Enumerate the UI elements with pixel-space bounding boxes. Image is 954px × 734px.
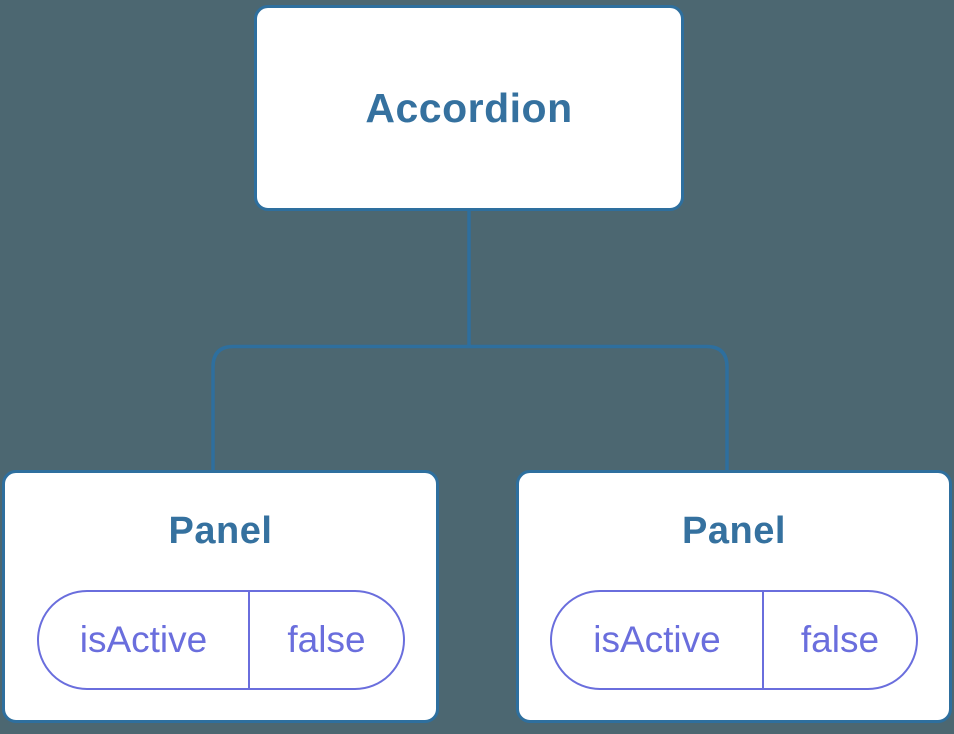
- node-accordion: Accordion: [254, 5, 684, 211]
- state-value-label: false: [800, 619, 880, 660]
- state-key-label: isActive: [552, 592, 764, 688]
- node-panel-1-label: Panel: [168, 510, 273, 552]
- state-pill-panel-2: isActive false: [550, 590, 918, 690]
- connector-branches: [211, 344, 729, 473]
- state-value-label: false: [287, 619, 366, 660]
- node-panel-1: Panel isActive false: [2, 470, 439, 723]
- node-accordion-label: Accordion: [365, 84, 573, 131]
- state-key-label: isActive: [39, 592, 251, 688]
- node-panel-2: Panel isActive false: [516, 470, 952, 723]
- node-panel-2-label: Panel: [682, 510, 786, 552]
- state-pill-panel-1: isActive false: [36, 590, 405, 690]
